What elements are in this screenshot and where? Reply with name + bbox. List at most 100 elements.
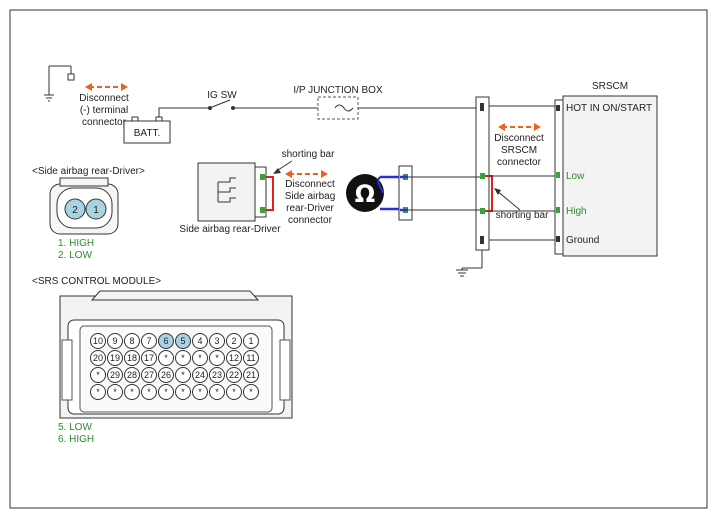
side-airbag-pin-2-label: 2 [72, 205, 78, 216]
srs-pin [141, 384, 157, 400]
srs-pin-label: * [181, 387, 185, 397]
srs-pin-label: 21 [246, 370, 256, 380]
srs-pin [158, 384, 174, 400]
disconnect-srscm-label-2: SRSCM [501, 145, 537, 156]
srs-pin-label: * [96, 387, 100, 397]
srs-pin [141, 367, 157, 383]
srs-pin [90, 350, 106, 366]
srs-pin-label: * [198, 353, 202, 363]
side-airbag-connector-face: 2 1 [49, 177, 119, 235]
side-airbag-component-label: Side airbag rear-Driver [179, 224, 281, 235]
srs-pin-label: 7 [146, 336, 151, 346]
ohmmeter: Ω [346, 174, 400, 212]
srs-pin [124, 384, 140, 400]
srs-pin-label: * [147, 387, 151, 397]
srs-pin-label: 17 [144, 353, 154, 363]
srs-pin-label: 20 [93, 353, 103, 363]
srs-pin-label: * [181, 370, 185, 380]
srs-pin-label: * [215, 387, 219, 397]
srs-pin-label: 10 [93, 336, 103, 346]
srs-pin [124, 367, 140, 383]
srs-pin-label: 12 [229, 353, 239, 363]
srs-pin-label: 3 [214, 336, 219, 346]
ip-junction-box: I/P JUNCTION BOX [293, 85, 383, 120]
srs-pin-label: 27 [144, 370, 154, 380]
srs-pin [226, 367, 242, 383]
side-airbag-pin-1-label: 1 [93, 205, 99, 216]
shorting-bar-right-label: shorting bar [496, 210, 549, 221]
side-airbag-pin-2 [64, 198, 86, 220]
side-airbag-pin1-desc: 1. HIGH [58, 238, 94, 249]
srs-pin [226, 384, 242, 400]
srs-pin [192, 367, 208, 383]
shorting-bar-right [485, 175, 493, 212]
disconnect-terminal-label-2: (-) terminal [80, 105, 128, 116]
srs-pin [124, 350, 140, 366]
srs-pin [141, 350, 157, 366]
srscm-ground-label: Ground [566, 235, 599, 246]
harness-wires [408, 105, 555, 241]
srs-pin-label: * [164, 387, 168, 397]
srs-module-title: <SRS CONTROL MODULE> [32, 276, 161, 287]
srs-pin-label: 9 [112, 336, 117, 346]
srs-pin [107, 384, 123, 400]
disconnect-side-airbag-label-1: Disconnect [285, 179, 335, 190]
srs-pin [209, 333, 225, 349]
srs-pin-label: 4 [197, 336, 202, 346]
srscm-module: SRSCM HOT IN ON/START Low High Ground [554, 81, 658, 257]
srs-pin [209, 367, 225, 383]
disconnect-arrow-side-airbag [285, 170, 328, 178]
srs-pin [192, 384, 208, 400]
srscm-high-label: High [566, 206, 587, 217]
srs-pin-label: * [215, 353, 219, 363]
srs-pin-label: 1 [248, 336, 253, 346]
srs-pin [175, 384, 191, 400]
disconnect-side-airbag-label-4: connector [288, 215, 333, 226]
srs-pin-label: * [181, 353, 185, 363]
srs-pin-label: 5 [180, 336, 185, 346]
srs-pin-label: 28 [127, 370, 137, 380]
disconnect-srscm-label-3: connector [497, 157, 542, 168]
srs-pin [124, 333, 140, 349]
srscm-low-label: Low [566, 171, 585, 182]
srs-pin [175, 333, 191, 349]
srs-pin [226, 350, 242, 366]
srs-pin-label: 23 [212, 370, 222, 380]
srs-pin-label: 24 [195, 370, 205, 380]
ground-symbol-left [44, 65, 75, 102]
ip-junction-box-label: I/P JUNCTION BOX [293, 85, 383, 96]
side-airbag-connector-title: <Side airbag rear-Driver> [32, 166, 145, 177]
disconnect-arrow-terminal [85, 83, 128, 91]
srs-pin-label: * [198, 387, 202, 397]
disconnect-terminal-label-3: connector [82, 117, 127, 128]
srs-pin [192, 350, 208, 366]
srs-pin [107, 350, 123, 366]
srs-pin [90, 367, 106, 383]
ig-sw-label: IG SW [207, 90, 237, 101]
srs-pin6-desc: 6. HIGH [58, 434, 94, 445]
srs-pin-label: 11 [246, 353, 255, 363]
srs-pin-label: * [232, 387, 236, 397]
srs-pin [209, 384, 225, 400]
side-airbag-harness-connector [398, 165, 413, 221]
srs-pin-label: 18 [127, 353, 137, 363]
srs-pin [141, 333, 157, 349]
ignition-switch: IG SW [207, 90, 237, 110]
disconnect-side-airbag-label-3: rear-Driver [286, 203, 334, 214]
diagram-frame [9, 9, 708, 509]
srs-pin [243, 333, 259, 349]
ohmmeter-symbol: Ω [355, 180, 375, 208]
side-airbag-component: Side airbag rear-Driver [179, 162, 281, 235]
srs-pin-label: * [249, 387, 253, 397]
srs-pin-label: * [113, 387, 117, 397]
srs-pin [175, 367, 191, 383]
srs-pin-label: * [96, 370, 100, 380]
srs-pin [90, 333, 106, 349]
disconnect-srscm-label-1: Disconnect [494, 133, 544, 144]
shorting-bar-left-label: shorting bar [282, 149, 335, 160]
srs-pin [158, 333, 174, 349]
disconnect-arrow-srscm [498, 123, 541, 131]
battery-label: BATT. [134, 128, 160, 139]
